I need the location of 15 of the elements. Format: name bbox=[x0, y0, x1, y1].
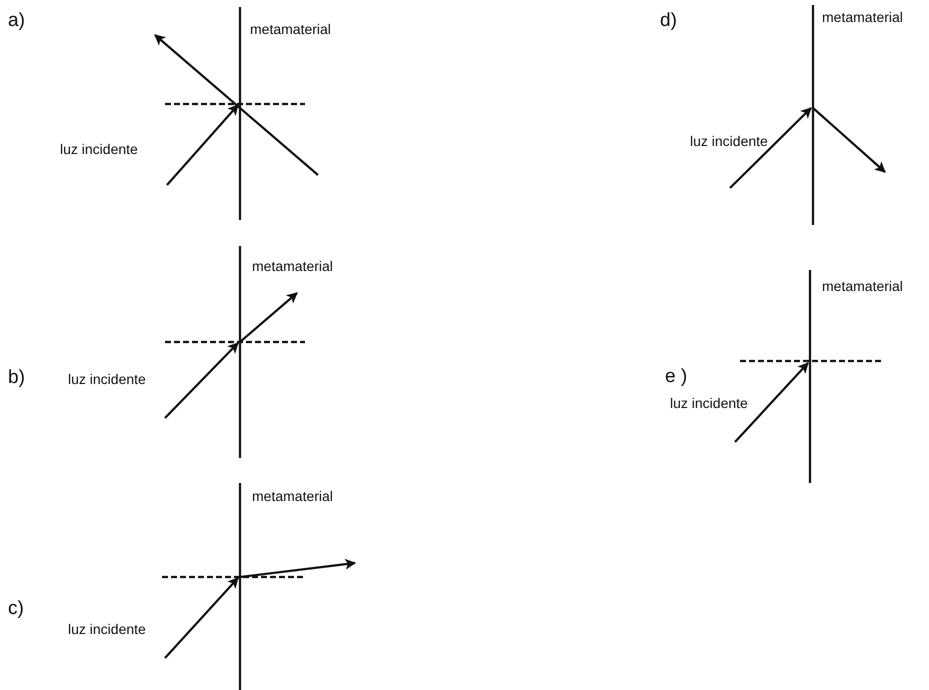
material-label: metamaterial bbox=[252, 488, 333, 504]
ray-label: luz incidente bbox=[60, 141, 138, 157]
panel-letter: b) bbox=[8, 367, 25, 389]
ray-label: luz incidente bbox=[670, 395, 748, 411]
ray-label: luz incidente bbox=[68, 621, 146, 637]
panel-letter: e ) bbox=[665, 366, 688, 388]
panel-letter: a) bbox=[8, 10, 25, 32]
panel-letter: c) bbox=[8, 598, 24, 620]
material-label: metamaterial bbox=[250, 21, 331, 37]
material-label: metamaterial bbox=[822, 9, 903, 25]
panel-letter: d) bbox=[660, 10, 677, 32]
ray-label: luz incidente bbox=[690, 133, 768, 149]
material-label: metamaterial bbox=[252, 258, 333, 274]
ray-label: luz incidente bbox=[68, 371, 146, 387]
material-label: metamaterial bbox=[822, 278, 903, 294]
